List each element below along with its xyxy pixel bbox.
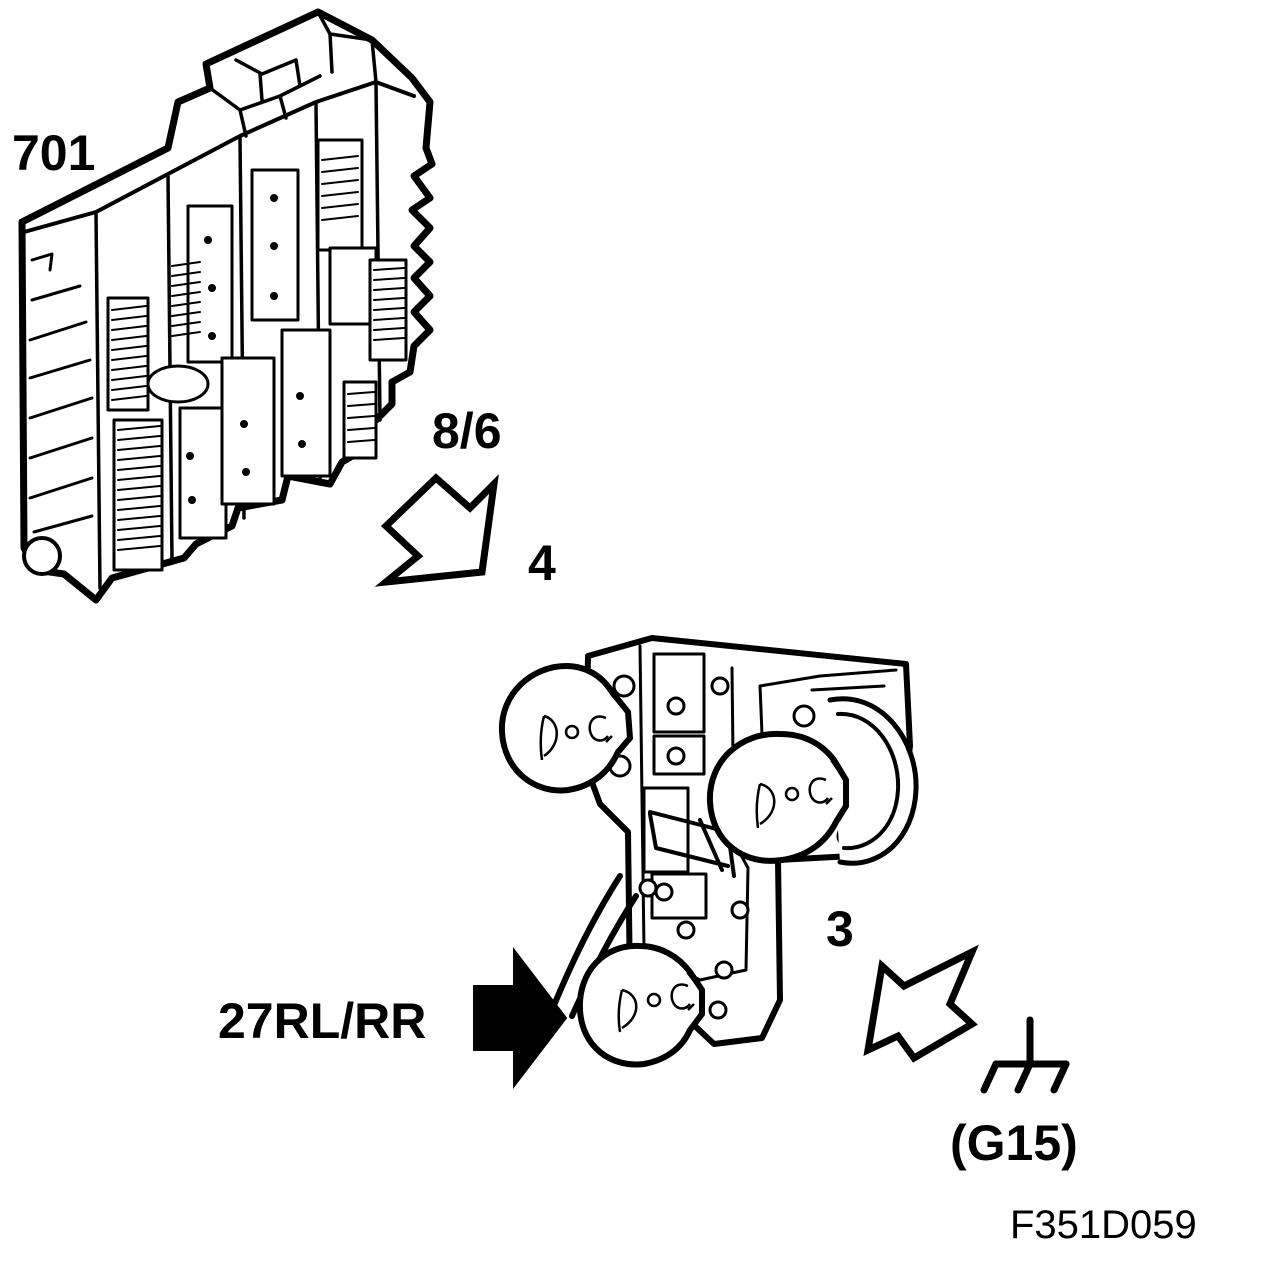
label-pin-to-unit: 4	[528, 535, 556, 591]
label-connector-ref: 8/6	[432, 403, 502, 459]
label-control-unit: 701	[12, 125, 95, 181]
control-unit-701	[18, 8, 436, 604]
label-ground-point: (G15)	[950, 1115, 1078, 1171]
label-pin-from-ground: 3	[826, 901, 854, 957]
figure-id: F351D059	[1010, 1203, 1197, 1247]
label-wiring-ref: 27RL/RR	[218, 993, 426, 1049]
arrow-wiring-27rl-rr	[473, 947, 568, 1089]
bulb-upper-left	[498, 662, 634, 794]
bulb-right	[706, 730, 849, 864]
bulb-lower	[576, 942, 705, 1068]
ground-symbol-icon	[980, 1016, 1070, 1094]
arrow-to-control-unit	[374, 473, 499, 587]
arrow-from-ground	[863, 944, 979, 1063]
